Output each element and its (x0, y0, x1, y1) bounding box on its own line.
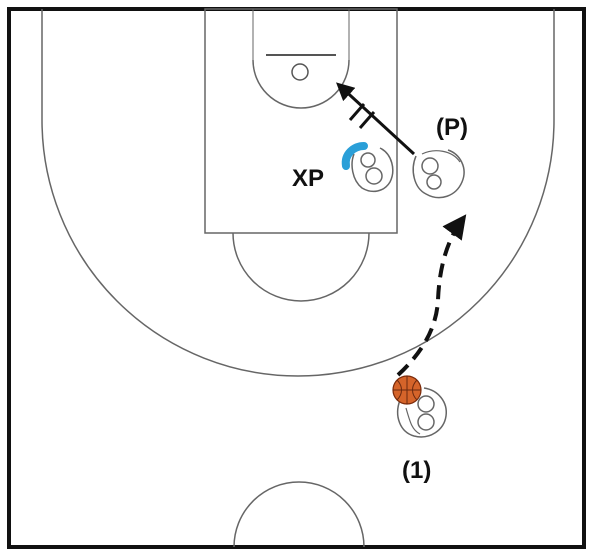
key-paint (204, 8, 398, 234)
center-circle (233, 481, 365, 548)
restricted-area (252, 59, 350, 109)
block-mark-1 (348, 103, 366, 121)
defender-label: XP (292, 165, 324, 192)
block-mark-2 (358, 111, 376, 129)
ball-handler-label: (1) (402, 457, 431, 484)
cut-arrow (336, 82, 416, 156)
court-boundary (7, 7, 586, 549)
post-player-label: (P) (436, 114, 468, 141)
three-point-line (41, 9, 555, 377)
free-throw-circle (232, 232, 370, 302)
dribble-path (396, 214, 467, 377)
defender-player-icon (341, 142, 394, 193)
basketball-icon (392, 375, 422, 405)
post-player-icon (412, 149, 465, 199)
ball-handler-player-icon (396, 387, 447, 438)
rim (291, 63, 309, 81)
